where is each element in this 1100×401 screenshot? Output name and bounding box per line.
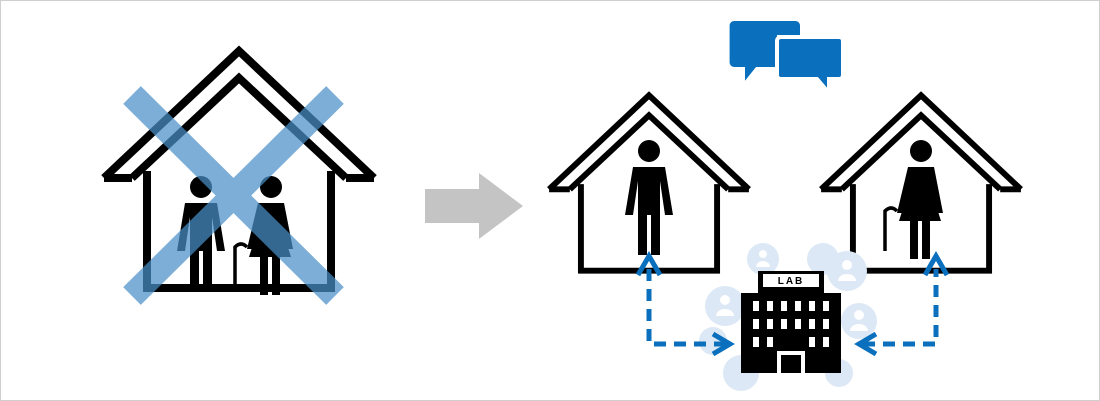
arrowhead-right-left [711,331,735,357]
speech-bubbles-icon [729,21,845,99]
dashed-arrow-lab-to-left-house [646,269,726,347]
man-icon-right [625,140,673,255]
lab-sign-text: LAB [778,276,805,287]
elderly-woman-icon [233,176,293,295]
arrowhead-up-right [922,251,950,277]
dashed-arrow-lab-to-right-house [863,269,939,347]
house-with-elderly-woman-icon [821,95,1021,270]
crossed-house-group [104,51,374,305]
right-arrow-icon [425,173,523,239]
cross-out-icon [123,86,344,305]
house-with-couple-icon [104,51,374,295]
house-with-man-icon [549,95,749,270]
arrowhead-left-right [854,331,878,357]
arrowhead-up-left [635,251,663,277]
elderly-woman-icon-right [883,140,943,259]
lab-building-icon: LAB [741,271,841,373]
